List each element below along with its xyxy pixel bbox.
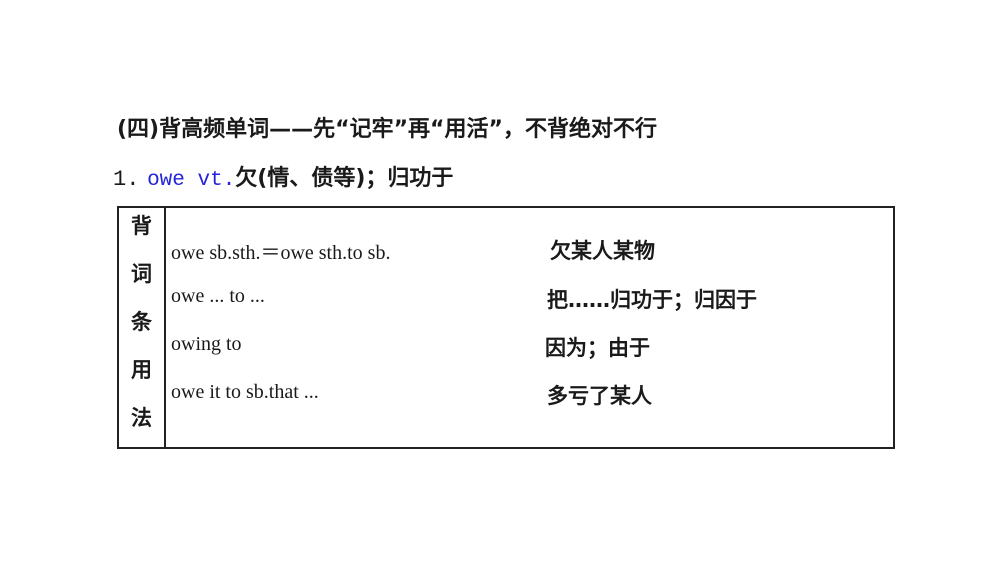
usage-table: 背 词 条 用 法 owe sb.sth.＝owe sth.to sb. 欠某人… xyxy=(117,206,895,449)
vocab-definition: 欠(情、债等)；归功于 xyxy=(235,166,454,191)
vocab-item: 1. owe vt.欠(情、债等)；归功于 xyxy=(113,160,453,192)
usage-meaning: 多亏了某人 xyxy=(547,384,652,408)
usage-phrase: owe ... to ... xyxy=(171,285,265,307)
usage-meaning: 把……归功于；归因于 xyxy=(547,288,757,312)
vocab-word: owe vt. xyxy=(147,169,236,192)
side-label-char: 背 xyxy=(131,214,152,238)
usage-phrase: owe sb.sth.＝owe sth.to sb. xyxy=(171,242,391,264)
usage-meaning: 因为；由于 xyxy=(545,336,650,360)
usage-phrase: owing to xyxy=(171,333,242,355)
side-label-char: 法 xyxy=(131,406,152,430)
usage-meaning: 欠某人某物 xyxy=(550,239,655,263)
item-number: 1. xyxy=(113,167,140,192)
side-label-char: 条 xyxy=(131,310,152,334)
side-label-char: 词 xyxy=(131,262,152,286)
side-label-char: 用 xyxy=(131,358,152,382)
section-heading: (四)背高频单词——先“记牢”再“用活”，不背绝对不行 xyxy=(117,117,657,142)
usage-phrase: owe it to sb.that ... xyxy=(171,381,319,403)
side-label-column: 背 词 条 用 法 xyxy=(119,208,166,447)
